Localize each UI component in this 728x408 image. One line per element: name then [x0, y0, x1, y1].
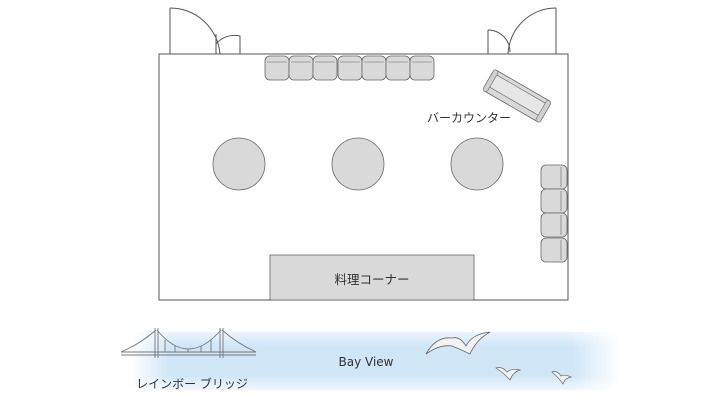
- kitchen-corner-area: [269, 254, 475, 301]
- door-left-icon: [169, 7, 241, 55]
- round-tables: [212, 137, 504, 191]
- bay-water: [130, 332, 620, 390]
- round-table-icon: [450, 137, 504, 191]
- bar-counter-label: バーカウンター: [427, 111, 511, 125]
- bar-counter-sofa-icon: [482, 69, 552, 123]
- bridge-icon: [120, 328, 257, 358]
- door-right-icon: [487, 7, 557, 55]
- bay-view-label: Bay View: [339, 355, 394, 369]
- rainbow-bridge-label: レインボー ブリッジ: [136, 376, 248, 391]
- sofa-top-icon: [264, 55, 435, 81]
- seagull-icon: [425, 331, 491, 355]
- sofa-right-icon: [540, 164, 568, 263]
- seagull-icon: [495, 367, 522, 381]
- seagull-icon: [551, 371, 573, 385]
- kitchen-corner-label: 料理コーナー: [334, 272, 409, 287]
- round-table-icon: [331, 137, 385, 191]
- round-table-icon: [212, 137, 266, 191]
